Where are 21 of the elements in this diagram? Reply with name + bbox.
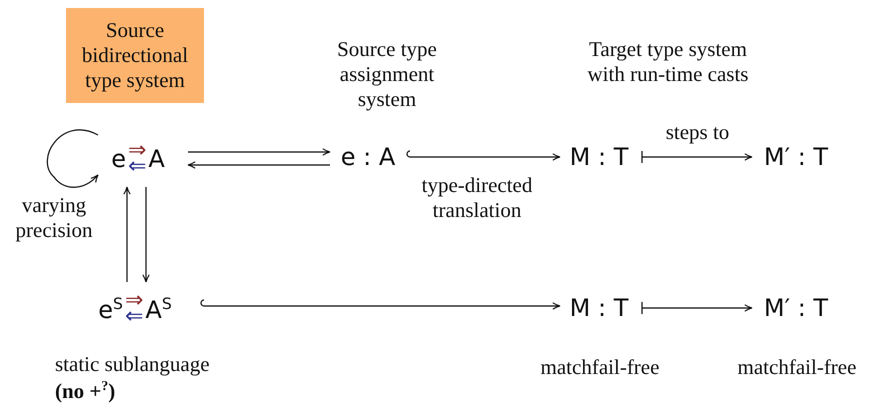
arrow-symbol: ⇒	[124, 292, 144, 309]
math-term: e$^{S}$	[98, 294, 123, 324]
caption-text: (no +$^{?}$)	[55, 378, 116, 404]
math-term: A	[148, 145, 165, 173]
caption-text: Source type assignment system	[336, 37, 438, 113]
math-expression: e : A	[340, 143, 396, 171]
caption-text: static sublanguage	[55, 352, 211, 378]
box-heading: Source bidirectional type system	[80, 18, 190, 94]
math-expression: M : T	[570, 294, 628, 322]
math-expression: M : T	[570, 143, 628, 171]
caption-text: matchfail-free	[540, 355, 660, 380]
arrow-symbol: ⇒	[128, 142, 146, 159]
math-expression: M′ : T	[764, 143, 828, 171]
caption-text: matchfail-free	[736, 355, 858, 380]
caption-text: Target type system with run-time casts	[586, 37, 750, 88]
arrow-symbol: ⇐	[124, 309, 144, 326]
highlight-box	[66, 8, 204, 103]
math-term: e	[111, 145, 126, 173]
math-expression: M′ : T	[764, 294, 828, 322]
math-term: A$^{S}$	[145, 294, 172, 324]
arrow-symbol: ⇐	[128, 159, 146, 176]
